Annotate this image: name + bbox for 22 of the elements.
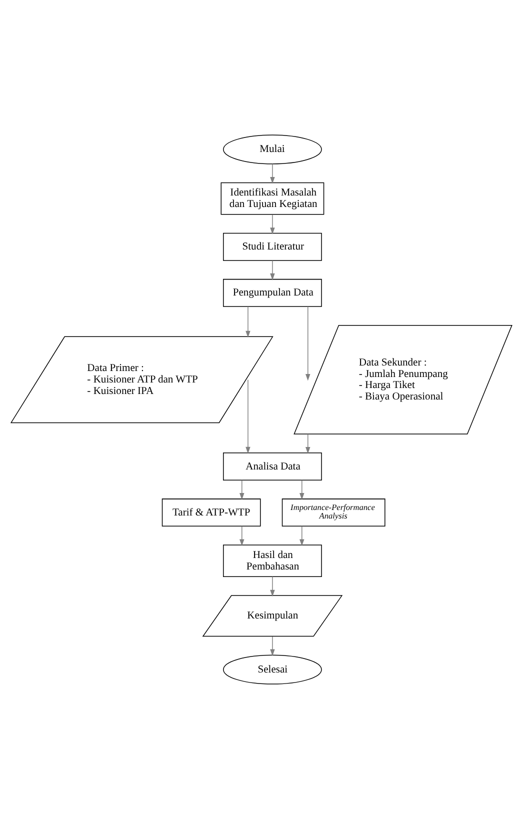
node-box: Tarif & ATP-WTP [162,498,261,526]
arrow [270,164,275,184]
arrow [270,260,275,280]
arrow [270,214,275,234]
node-box: Studi Literatur [223,232,322,261]
node-box: Identifikasi Masalah dan Tujuan Kegiatan [220,182,324,215]
arrow [270,576,275,597]
arrow [306,306,310,381]
node-box: Hasil dan Pembahasan [223,544,322,578]
arrow [246,306,250,338]
node-box: Importance-Performance Analysis [282,498,386,526]
arrow [240,480,244,500]
node-box: Analisa Data [223,452,322,480]
node-box: Pengumpulan Data [223,278,322,307]
arrow [300,480,304,500]
arrow [300,526,304,546]
node-ellipse: Mulai [223,134,322,164]
arrow [306,434,310,454]
arrow [246,379,250,454]
node-ellipse: Selesai [223,654,322,684]
arrow [270,636,275,656]
arrow [240,526,244,546]
